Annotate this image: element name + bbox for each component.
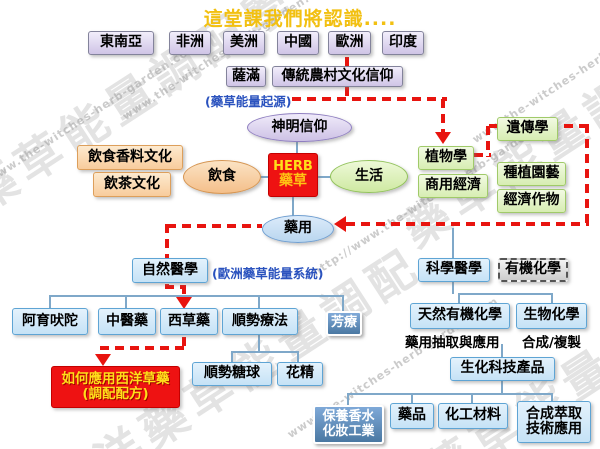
node-spice-culture: 飲食香料文化: [77, 145, 183, 170]
node-biotech-products: 生化科技產品: [450, 357, 555, 381]
node-region-africa: 非洲: [169, 31, 211, 55]
dashed-to-medicinal: [346, 222, 589, 226]
node-synthetic-extraction: 合成萃取 技術應用: [517, 401, 591, 443]
node-natural-medicine: 自然醫學: [132, 258, 208, 283]
node-pharmaceuticals: 藥品: [390, 403, 434, 429]
apply-line1: 如何應用西洋草藥: [61, 371, 170, 388]
node-region-europe: 歐洲: [328, 31, 371, 55]
node-herb: HERB 藥草: [268, 153, 318, 197]
label-synthesis-copy: 合成/複製: [522, 335, 581, 351]
connector-scientific-children: [458, 293, 552, 295]
connector-biotech-down: [501, 381, 503, 394]
node-organic-chemistry: 有機化學: [498, 258, 568, 282]
connector-medicinal-scientific: [452, 228, 454, 259]
node-diet: 飲食: [183, 160, 261, 194]
node-medicinal: 藥用: [262, 215, 334, 243]
node-region-americas: 美洲: [223, 31, 265, 55]
dashed-origin-right: [292, 97, 447, 101]
label-extract-apply: 藥用抽取與應用: [405, 335, 500, 351]
node-flower-essence: 花精: [277, 362, 323, 386]
connector-biochem-biotech: [501, 344, 503, 358]
connector-drop-pharma: [411, 393, 413, 404]
herb-label-zh: 藥草: [279, 173, 307, 190]
dashed-medicinal-left: [167, 224, 262, 228]
cosmetics-line2: 化妝工業: [322, 423, 375, 439]
node-biochemistry: 生物化學: [516, 303, 587, 329]
node-apply-western-herb: 如何應用西洋草藥 (調配配方): [51, 366, 180, 408]
node-region-china: 中國: [277, 31, 319, 55]
dashed-westernherb-down: [182, 337, 186, 349]
node-homeopathy-globule: 順勢糖球: [192, 362, 272, 386]
connector-drop-biochem: [551, 293, 553, 304]
dashed-to-botany: [441, 99, 445, 133]
dashed-down-naturalmed: [165, 224, 169, 288]
dashed-right-edge-down: [585, 124, 589, 225]
dashed-left-to-apply: [100, 346, 186, 350]
node-shaman: 薩滿: [226, 66, 266, 87]
connector-drop-homeopathy: [258, 295, 260, 308]
dashed-botany-right: [474, 153, 491, 157]
dashed-to-westernherb: [182, 285, 186, 298]
node-horticulture: 種植園藝: [497, 162, 566, 186]
node-ayurveda: 阿育吠陀: [12, 308, 88, 335]
connector-drop-chemmat: [471, 393, 473, 404]
node-region-southeast-asia: 東南亞: [88, 31, 154, 55]
node-folk-belief: 傳統農村文化信仰: [272, 66, 403, 87]
connector-drop-naturalorganic: [458, 293, 460, 304]
slide-title: 這堂課我們將認識....: [203, 8, 397, 30]
node-chemical-materials: 化工材料: [438, 403, 508, 429]
connector-homeopathy-children: [231, 351, 299, 353]
node-aromatherapy: 芳療: [326, 311, 362, 336]
node-commerce: 商用經濟: [418, 174, 488, 198]
connector-drop-cosmetics: [347, 393, 349, 406]
connector-drop-synthetic: [551, 393, 553, 402]
node-tea-culture: 飲茶文化: [93, 172, 171, 197]
node-scientific-medicine: 科學醫學: [418, 258, 490, 282]
arrowhead-medicinal: [334, 216, 346, 232]
connector-drop-globule: [231, 351, 233, 363]
synthetic-line1: 合成萃取: [526, 405, 582, 422]
arrowhead-botany: [435, 132, 451, 144]
connector-homeopathy-down: [258, 335, 260, 352]
node-genetics: 遺傳學: [497, 117, 558, 141]
cosmetics-line1: 保養香水: [322, 409, 375, 425]
connector-naturalmed-row: [49, 295, 344, 297]
annotation-energy-origin: (藥草能量起源): [205, 94, 292, 109]
connector-biotech-children: [347, 393, 553, 395]
connector-scientific-down: [452, 282, 454, 294]
node-natural-organic-chem: 天然有機化學: [410, 303, 510, 329]
node-botany: 植物學: [418, 146, 474, 170]
herb-label-en: HERB: [273, 159, 313, 175]
node-deity-belief: 神明信仰: [247, 113, 352, 142]
connector-diet-herb: [259, 176, 269, 178]
node-region-india: 印度: [382, 31, 424, 55]
node-cosmetics-industry: 保養香水 化妝工業: [313, 405, 384, 444]
node-cash-crops: 經濟作物: [497, 189, 566, 213]
node-life: 生活: [330, 160, 408, 193]
dashed-up-genetics: [486, 126, 490, 157]
connector-drop-ayurveda: [49, 295, 51, 308]
synthetic-line2: 技術應用: [526, 421, 582, 437]
connector-drop-essence: [297, 351, 299, 363]
node-homeopathy: 順勢療法: [222, 308, 298, 335]
connector-deity-herb: [296, 141, 298, 154]
dashed-jog-right: [165, 285, 186, 289]
arrowhead-apply: [95, 354, 111, 366]
apply-line2: (調配配方): [82, 386, 149, 402]
arrowhead-westernherb: [176, 297, 192, 309]
connector-herb-medicinal: [292, 197, 294, 217]
connector-drop-tcm: [125, 295, 127, 308]
node-western-herb: 西草藥: [160, 308, 218, 335]
connector-herb-life: [317, 176, 331, 178]
node-tcm: 中醫藥: [98, 308, 156, 335]
annotation-euro-system: (歐洲藥草能量系統): [212, 266, 324, 281]
connector-drop-aroma: [342, 295, 344, 312]
